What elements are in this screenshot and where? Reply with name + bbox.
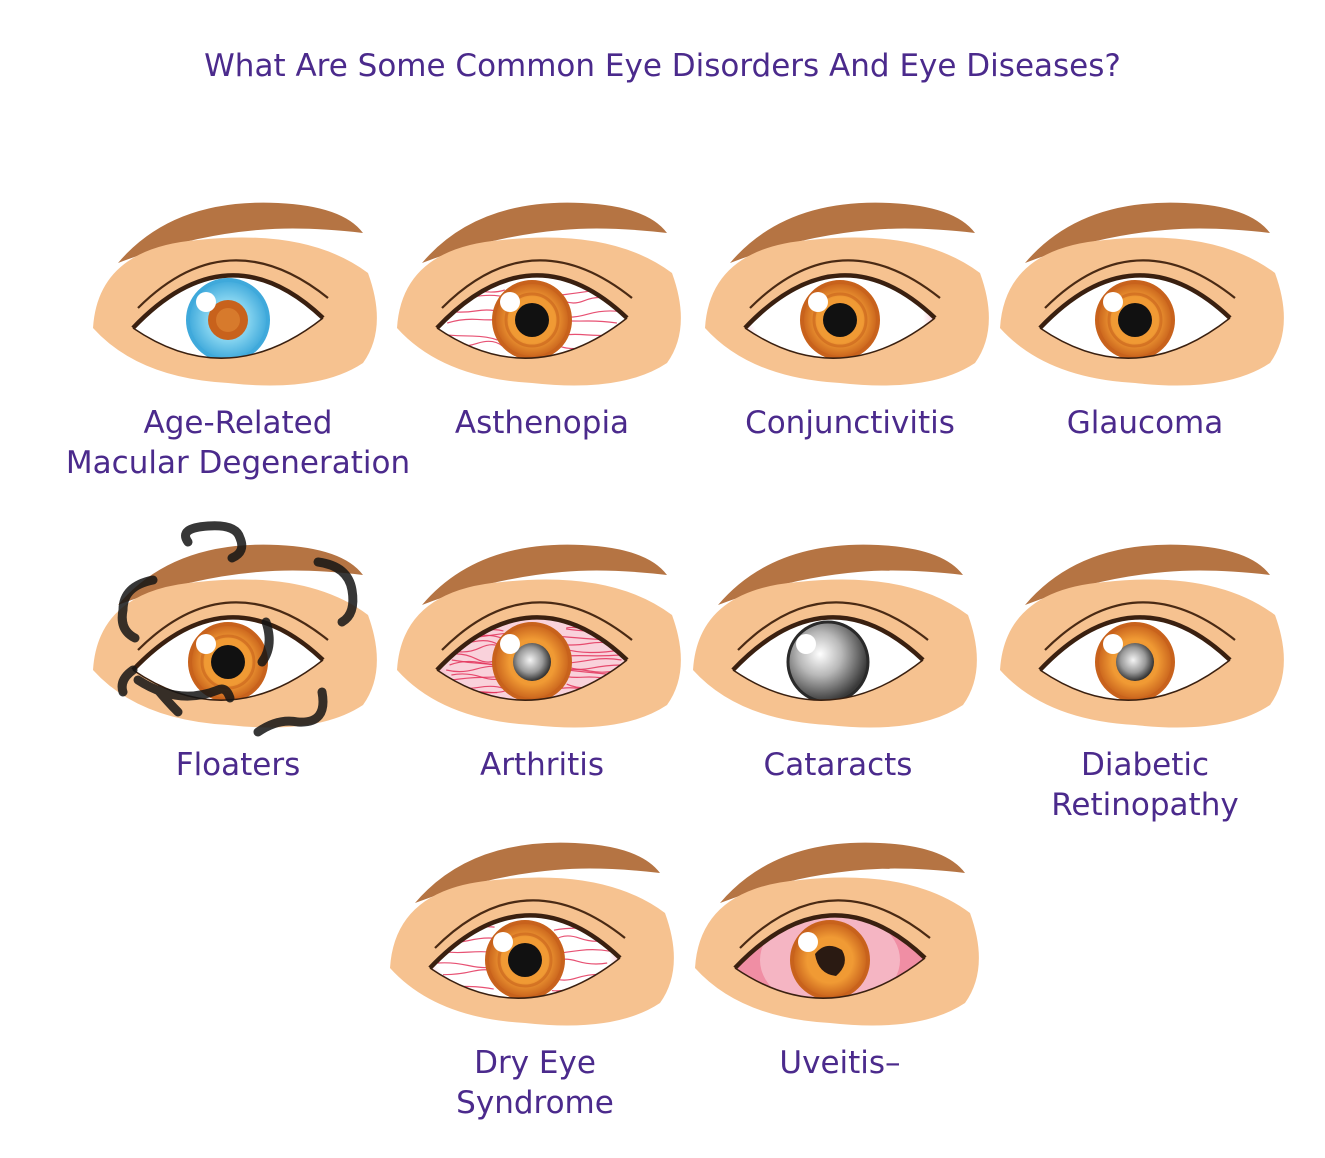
eye-panel-diabetic-retinopathy: DiabeticRetinopathy (985, 520, 1305, 820)
eye-panel-asthenopia: Asthenopia (382, 178, 702, 478)
eye-label: DiabeticRetinopathy (955, 745, 1325, 825)
eye-label: Uveitis– (650, 1043, 1030, 1083)
eye-panel-amd: Age-RelatedMacular Degeneration (78, 178, 398, 478)
eye-panel-uveitis: Uveitis– (680, 818, 1000, 1118)
eye-panel-dry-eye: Dry EyeSyndrome (375, 818, 695, 1118)
page-title: What Are Some Common Eye Disorders And E… (0, 48, 1325, 84)
eye-label: Glaucoma (955, 403, 1325, 443)
eye-panel-floaters: Floaters (78, 520, 398, 820)
eye-panel-glaucoma: Glaucoma (985, 178, 1305, 478)
eye-panel-cataracts: Cataracts (678, 520, 998, 820)
